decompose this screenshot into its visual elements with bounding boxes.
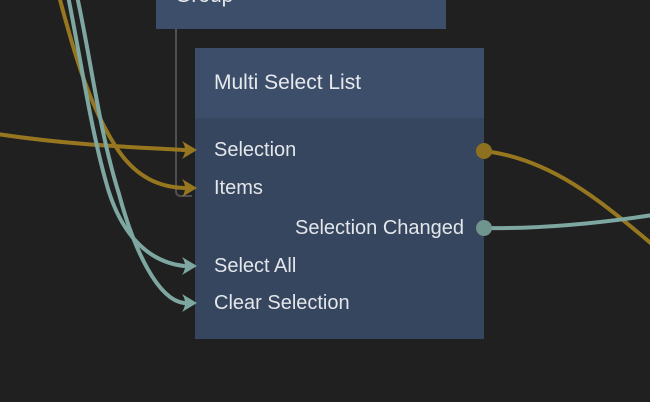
group-node[interactable]: Group — [156, 0, 446, 29]
port-row-selection-changed[interactable]: Selection Changed — [294, 217, 464, 239]
wire-to-selection-input[interactable] — [0, 132, 186, 152]
wire-to-clear-selection-input[interactable] — [75, 0, 186, 305]
multi-select-list-node-header[interactable]: Multi Select List — [195, 48, 484, 118]
wire-from-selection-output[interactable] — [482, 149, 650, 246]
group-node-title: Group — [175, 0, 233, 8]
port-row-selection[interactable]: Selection — [214, 139, 297, 161]
multi-select-list-node-title: Multi Select List — [214, 71, 362, 94]
port-row-clear-selection[interactable]: Clear Selection — [214, 292, 350, 314]
wire-from-selection-changed-output[interactable] — [482, 213, 650, 231]
port-row-select-all[interactable]: Select All — [214, 255, 297, 277]
port-row-items[interactable]: Items — [214, 177, 263, 199]
multi-select-list-node[interactable]: Multi Select List Selection Items Select… — [195, 48, 484, 339]
wire-to-select-all-input[interactable] — [66, 0, 186, 268]
group-child-connection-line[interactable] — [175, 29, 192, 197]
